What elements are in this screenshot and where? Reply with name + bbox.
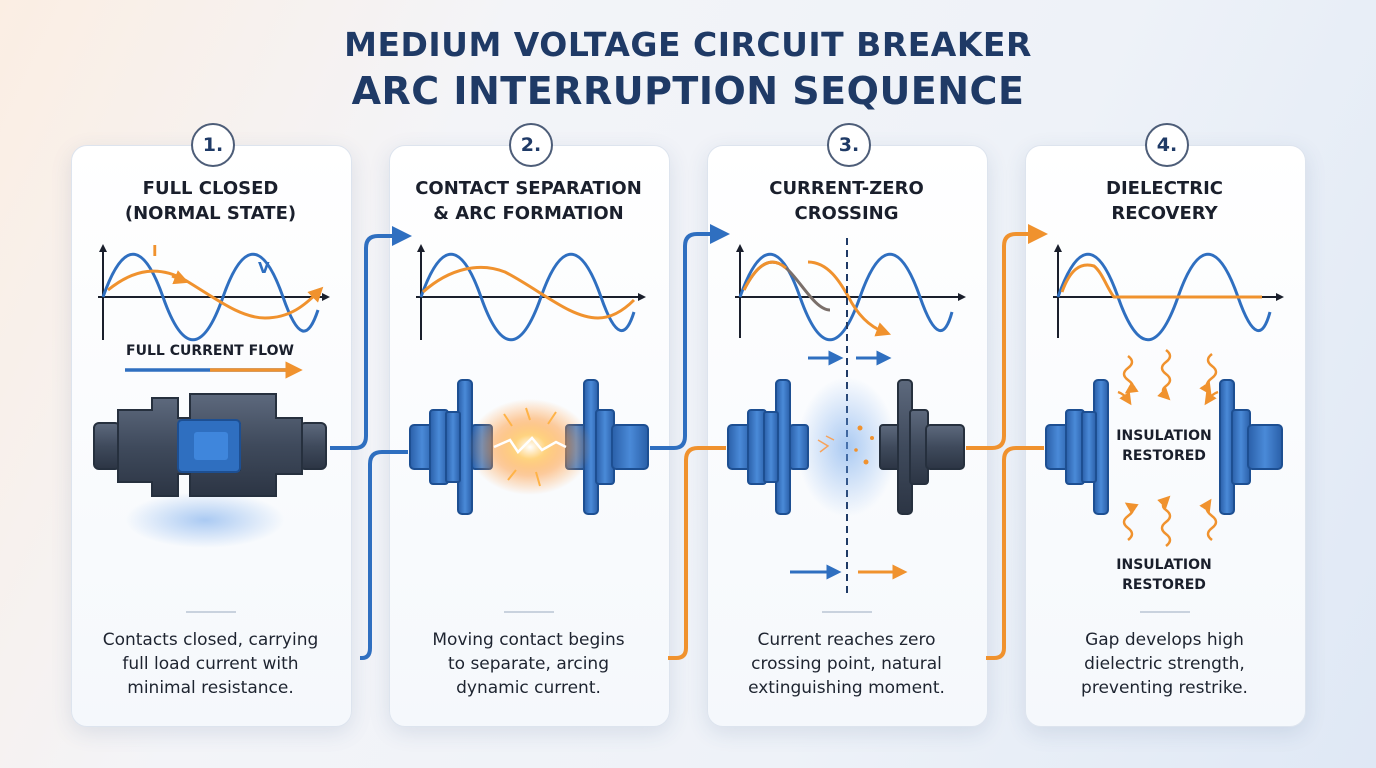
step-title-3-line-2: CROSSING <box>794 203 899 224</box>
connector-1-2 <box>330 226 412 660</box>
connector-line-return-2 <box>668 446 726 660</box>
voltage-wave-label: V <box>258 259 270 277</box>
connector-line-return-3 <box>986 446 1044 660</box>
voltage-wave-3 <box>738 252 954 342</box>
step-title-3: CURRENT-ZERO CROSSING <box>707 176 986 226</box>
divider-3 <box>822 611 872 613</box>
step-description-4-line-3: preventing restrike. <box>1081 678 1248 698</box>
closed-contacts-icon <box>93 393 327 548</box>
step-title-1: FULL CLOSED (NORMAL STATE) <box>71 176 350 226</box>
current-wave-4 <box>1060 263 1262 299</box>
page-title: MEDIUM VOLTAGE CIRCUIT BREAKER ARC INTER… <box>0 24 1376 116</box>
step-description-2-line-2: to separate, arcing <box>447 654 609 674</box>
step-description-1-line-2: full load current with <box>122 654 299 674</box>
step-number-badge-1: 1. <box>191 123 235 167</box>
title-line-1: MEDIUM VOLTAGE CIRCUIT BREAKER <box>344 25 1032 64</box>
step-number-badge-4: 4. <box>1145 123 1189 167</box>
bottom-label-line-2: RESTORED <box>1122 577 1206 593</box>
current-wave-3 <box>742 260 787 291</box>
step-title-2: CONTACT SEPARATION & ARC FORMATION <box>389 176 668 226</box>
step-description-2: Moving contact begins to separate, arcin… <box>389 628 668 700</box>
current-wave-2 <box>422 265 636 320</box>
title-line-2: ARC INTERRUPTION SEQUENCE <box>351 69 1025 113</box>
waveform-chart-2 <box>416 244 646 342</box>
spark-icon <box>468 399 592 495</box>
waveform-chart-4 <box>1053 244 1284 342</box>
divider-2 <box>504 611 554 613</box>
gap-label-line-1: INSULATION <box>1116 428 1211 444</box>
step-description-4-line-1: Gap develops high <box>1085 630 1244 650</box>
step-description-2-line-1: Moving contact begins <box>432 630 625 650</box>
divider-4 <box>1140 611 1190 613</box>
arrow-connector-icon <box>330 226 412 450</box>
step-number-badge-3: 3. <box>827 123 871 167</box>
step-title-4-line-2: RECOVERY <box>1111 203 1218 224</box>
step-title-4: DIELECTRIC RECOVERY <box>1025 176 1304 226</box>
current-wave-1 <box>107 269 324 320</box>
connector-2-3 <box>650 224 730 660</box>
step-description-1-line-3: minimal resistance. <box>127 678 294 698</box>
step-description-3: Current reaches zero crossing point, nat… <box>707 628 986 700</box>
heat-wave-icon <box>1117 349 1219 547</box>
zero-crossing-contacts-icon <box>727 377 965 517</box>
step-description-3-line-3: extinguishing moment. <box>748 678 945 698</box>
bottom-label-line-1: INSULATION <box>1116 557 1211 573</box>
separating-contacts-icon <box>409 379 649 515</box>
step-description-3-line-1: Current reaches zero <box>757 630 936 650</box>
waveform-chart-3 <box>735 238 966 598</box>
flow-label: FULL CURRENT FLOW <box>126 343 294 359</box>
gap-label-line-2: RESTORED <box>1122 448 1206 464</box>
step-title-3-line-1: CURRENT-ZERO <box>769 178 924 199</box>
connector-3-4 <box>966 224 1048 660</box>
step-number-badge-2: 2. <box>509 123 553 167</box>
divider-1 <box>186 611 236 613</box>
step-title-1-line-2: (NORMAL STATE) <box>124 203 297 224</box>
arrow-connector-icon <box>650 224 730 450</box>
voltage-wave-1 <box>101 252 320 342</box>
step-description-1: Contacts closed, carrying full load curr… <box>71 628 350 700</box>
step-description-1-line-1: Contacts closed, carrying <box>102 630 319 650</box>
step-title-2-line-1: CONTACT SEPARATION <box>415 178 642 199</box>
step-description-4-line-2: dielectric strength, <box>1084 654 1245 674</box>
arrow-connector-icon <box>966 224 1048 450</box>
step-title-1-line-1: FULL CLOSED <box>142 178 279 199</box>
step-description-2-line-3: dynamic current. <box>456 678 601 698</box>
step-description-3-line-2: crossing point, natural <box>751 654 942 674</box>
step-description-4: Gap develops high dielectric strength, p… <box>1025 628 1304 700</box>
step-title-2-line-2: & ARC FORMATION <box>433 203 624 224</box>
current-wave-label: I <box>152 242 158 260</box>
step-title-4-line-1: DIELECTRIC <box>1106 178 1223 199</box>
connector-line-return-1 <box>360 450 408 660</box>
recovered-contacts-icon <box>1045 379 1283 515</box>
waveform-chart-1: I V <box>98 242 330 342</box>
